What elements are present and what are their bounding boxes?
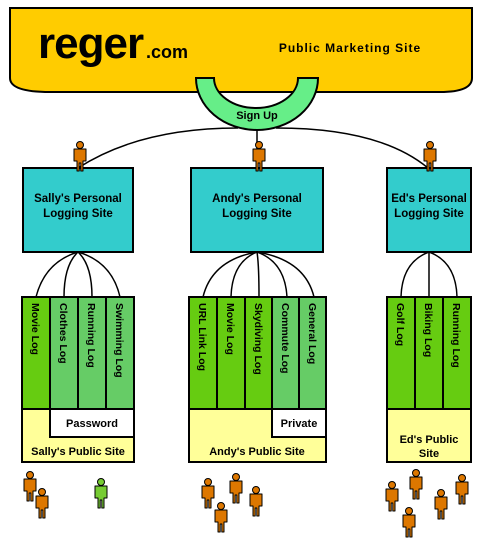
logs-sally: Movie Log Clothes Log Running Log Swimmi…	[21, 296, 135, 438]
personal-site-subtitle: Logging Site	[43, 208, 113, 220]
signup-button[interactable]	[194, 77, 320, 131]
personal-site-sally[interactable]: Sally's Personal Logging Site	[22, 167, 134, 253]
log-label: Swimming Log	[113, 303, 125, 378]
log-label: URL Link Log	[196, 303, 208, 371]
personal-site-andy[interactable]: Andy's Personal Logging Site	[190, 167, 324, 253]
log-label: Commute Log	[279, 303, 291, 374]
log-label: Movie Log	[29, 303, 41, 355]
personal-site-subtitle: Logging Site	[222, 208, 292, 220]
personal-site-ed[interactable]: Ed's Personal Logging Site	[386, 167, 472, 253]
person-icon	[249, 486, 263, 517]
password-box	[49, 408, 135, 438]
person-icon	[252, 141, 266, 172]
person-icon	[94, 478, 108, 509]
log-clothes[interactable]	[49, 296, 79, 410]
logs-ed: Golf Log Biking Log Running Log	[386, 296, 472, 410]
log-movie[interactable]	[216, 296, 246, 410]
log-label: Running Log	[450, 303, 462, 368]
logo-main: reger	[38, 19, 144, 68]
log-general[interactable]	[298, 296, 327, 410]
person-icon	[229, 473, 243, 504]
person-icon	[385, 481, 399, 512]
marketing-tagline: Public Marketing Site	[279, 41, 421, 55]
log-commute[interactable]	[271, 296, 300, 410]
person-icon	[214, 502, 228, 533]
signup-connectors	[77, 127, 429, 169]
person-icon	[35, 488, 49, 519]
log-label: Clothes Log	[57, 303, 69, 364]
public-site-label: Ed's Public	[400, 434, 459, 446]
log-label: Biking Log	[422, 303, 434, 357]
log-label: Running Log	[85, 303, 97, 368]
public-site-label: Sally's Public Site	[31, 446, 125, 458]
log-connectors	[35, 251, 458, 298]
log-label: Skydiving Log	[252, 303, 264, 375]
person-icon	[409, 469, 423, 500]
private-box	[271, 408, 327, 438]
logs-andy: URL Link Log Movie Log Skydiving Log Com…	[188, 296, 327, 438]
log-url-link[interactable]	[188, 296, 218, 410]
personal-site-title: Andy's Personal	[212, 193, 302, 205]
person-icon	[434, 489, 448, 520]
log-label: Movie Log	[224, 303, 236, 355]
person-icon	[402, 507, 416, 538]
private-label: Private	[281, 418, 318, 430]
log-label: Golf Log	[394, 303, 406, 346]
personal-site-subtitle: Logging Site	[394, 208, 464, 220]
personal-site-title: Ed's Personal	[391, 193, 467, 205]
log-movie[interactable]	[21, 296, 51, 410]
log-running[interactable]	[77, 296, 107, 410]
password-label: Password	[66, 418, 118, 430]
log-skydiving[interactable]	[244, 296, 273, 410]
public-site-label: Andy's Public Site	[209, 446, 305, 458]
personal-site-title: Sally's Personal	[34, 193, 122, 205]
marketing-banner	[9, 7, 473, 93]
person-icon	[455, 474, 469, 505]
log-label: General Log	[306, 303, 318, 364]
person-icon	[23, 471, 37, 502]
log-running[interactable]	[442, 296, 472, 410]
signup-label: Sign Up	[236, 110, 278, 122]
public-site-label-line2: Site	[419, 448, 439, 460]
person-icon	[201, 478, 215, 509]
logo-suffix: .com	[146, 42, 188, 62]
